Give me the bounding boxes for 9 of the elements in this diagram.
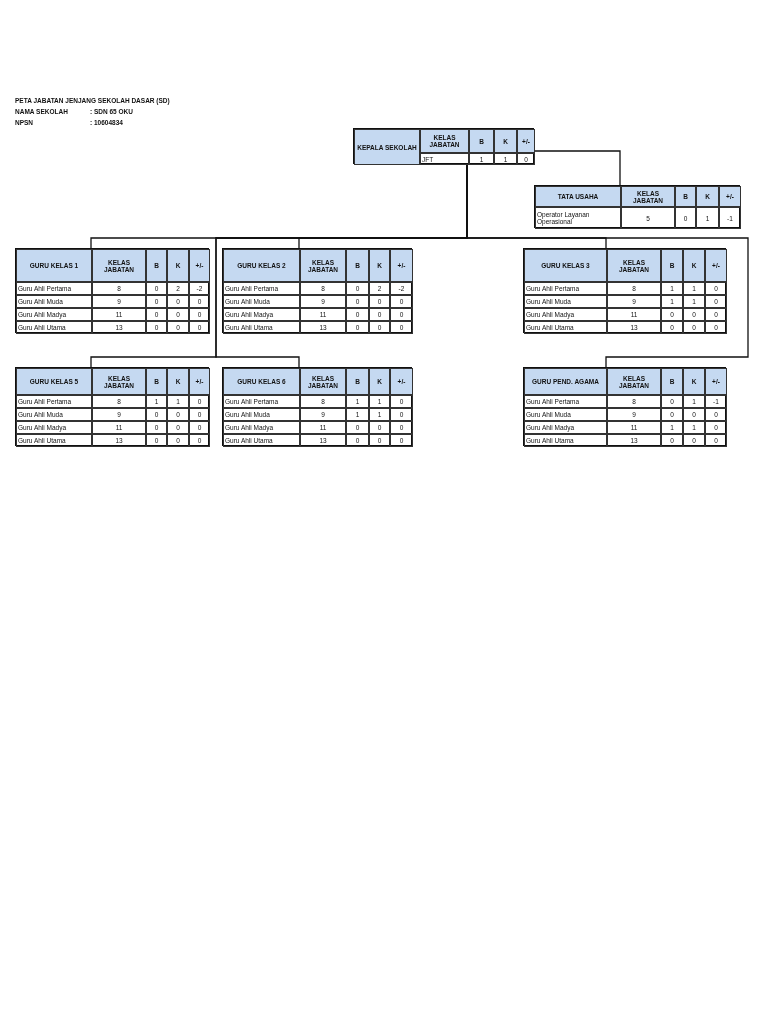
- position-table: [523, 248, 726, 333]
- position-table: [222, 248, 412, 333]
- position-table: [534, 185, 740, 228]
- position-table: [353, 128, 534, 164]
- position-table: [15, 248, 209, 333]
- position-table: [523, 367, 726, 446]
- connector-line: [533, 150, 621, 186]
- position-table: [15, 367, 209, 446]
- position-table: [222, 367, 412, 446]
